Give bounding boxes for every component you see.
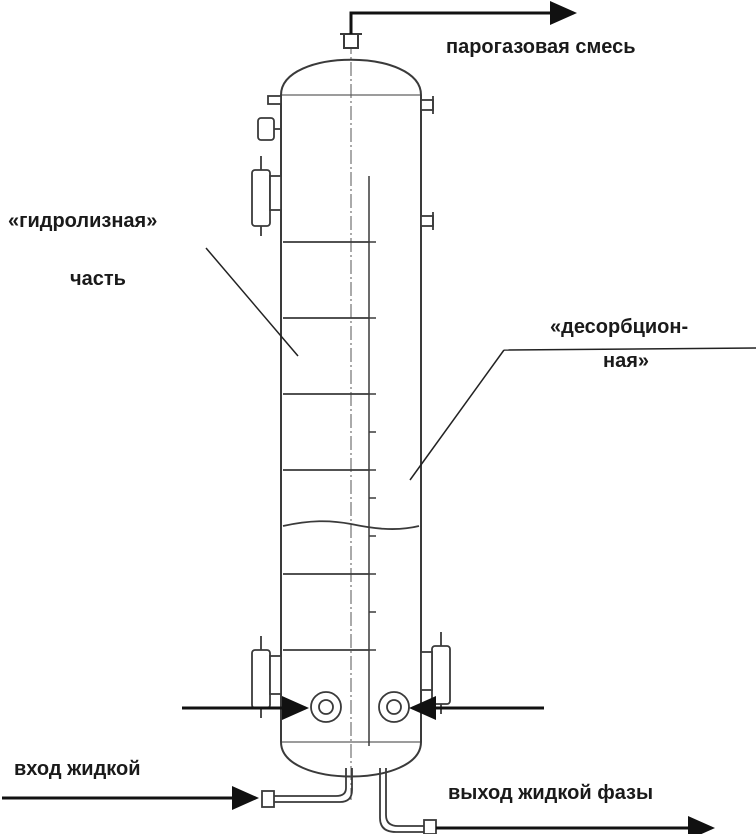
partition [282,520,420,530]
desorption-leader [503,347,756,351]
tray-ticks [369,241,376,651]
desorption-label-line1: «десорбцион- [550,316,689,338]
liquid-inlet-label: вход жидкой [14,758,141,780]
process-arrows [2,1,715,834]
gas-mixture-label: парогазовая смесь [446,36,636,58]
gas-outlet-arrow [349,1,577,34]
left-fittings [251,95,282,718]
liquid-outlet-label: выход жидкой фазы [448,782,654,804]
manholes [310,691,410,723]
top-nozzle [340,33,362,49]
desorption-label-line2: ная» [603,350,649,372]
hydrolysis-leader [205,247,299,357]
trays [283,241,369,651]
hydrolysis-label-line1: «гидролизная» [8,210,158,232]
hydrolysis-label-line2: часть [70,268,126,290]
bottom-piping [261,768,437,834]
leader-lines [205,247,756,481]
right-fittings [420,96,451,714]
